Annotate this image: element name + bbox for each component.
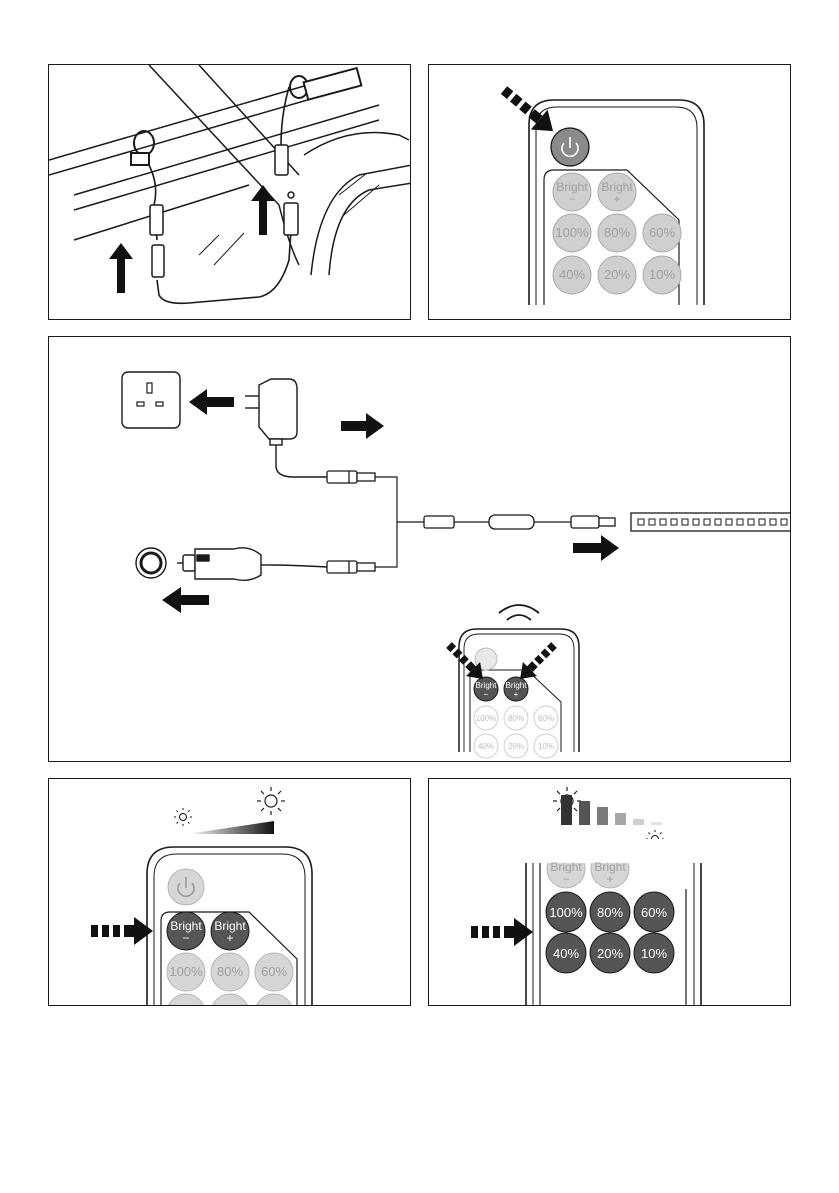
brightness-adjust-illustration: Bright − Bright + 100% 80% 60% [49,779,411,1006]
preset-label: 20% [508,742,524,751]
car-adapter [177,548,327,580]
plus-sign: + [613,192,620,206]
left-arrow-icon [162,587,209,613]
sun-icon [174,808,192,826]
level-bar [579,801,590,825]
panel-step-3-wiring: Bright − Bright + 100% 80% 60% 40% 20% 1… [48,336,791,762]
plus-sign: + [606,872,613,886]
preset-label: 100% [169,964,203,979]
wireless-signal-icon [499,605,539,620]
level-bar [633,819,644,825]
minus-sign: − [562,872,569,886]
minus-sign: − [484,690,489,699]
preset-label: 10% [649,267,675,282]
preset-label: 100% [476,714,496,723]
preset-label: 60% [261,964,287,979]
up-arrow-icon [251,185,275,235]
bright-plus-label: Bright [506,681,528,690]
level-bar [615,813,626,825]
wiring-illustration: Bright − Bright + 100% 80% 60% 40% 20% 1… [49,337,791,762]
panel-step-1-cable-connection [48,64,411,320]
mains-adapter [245,379,327,477]
power-button[interactable] [551,128,589,166]
preset-label: 80% [217,964,243,979]
panel-step-5-preset-levels: Bright − Bright + 100% 80% 60% 40% 20% 1… [428,778,791,1006]
preset-label: 100% [549,905,583,920]
panel-step-4-brightness-adjust: Bright − Bright + 100% 80% 60% [48,778,411,1006]
preset-label: 80% [597,905,623,920]
remote-illustration: Bright − Bright + 100% 80% 60% 40% 20% 1… [429,65,791,320]
car-socket [136,548,166,578]
right-arrow-icon [471,918,533,946]
sun-icon [257,787,285,815]
led-strip [631,513,791,531]
preset-label: 40% [478,742,494,751]
wall-socket [122,372,180,428]
level-bar [651,822,662,825]
plus-sign: + [514,690,519,699]
preset-levels-illustration: Bright − Bright + 100% 80% 60% 40% 20% 1… [429,779,791,1006]
preset-label: 40% [553,946,579,961]
level-bar [597,807,608,825]
preset-label: 10% [538,742,554,751]
minus-sign: − [568,192,575,206]
car-cable-illustration [49,65,411,320]
controller-cable [424,515,615,529]
level-bar [561,795,572,825]
preset-label: 80% [508,714,524,723]
right-arrow-icon [91,917,153,945]
left-arrow-icon [189,389,234,415]
preset-label: 60% [641,905,667,920]
up-arrow-icon [109,243,133,293]
preset-label: 100% [555,225,589,240]
right-arrow-icon [573,535,619,561]
bright-minus-label: Bright [476,681,498,690]
plus-sign: + [226,931,233,945]
preset-label: 40% [559,267,585,282]
brightness-gradient [187,821,274,834]
preset-label: 10% [641,946,667,961]
preset-label: 60% [649,225,675,240]
preset-label: 20% [597,946,623,961]
right-arrow-icon [341,413,384,439]
preset-label: 80% [604,225,630,240]
minus-sign: − [182,931,189,945]
panel-step-2-power-on: Bright − Bright + 100% 80% 60% 40% 20% 1… [428,64,791,320]
preset-label: 20% [604,267,630,282]
small-remote: Bright − Bright + 100% 80% 60% 40% 20% 1… [459,629,579,758]
preset-label: 60% [538,714,554,723]
